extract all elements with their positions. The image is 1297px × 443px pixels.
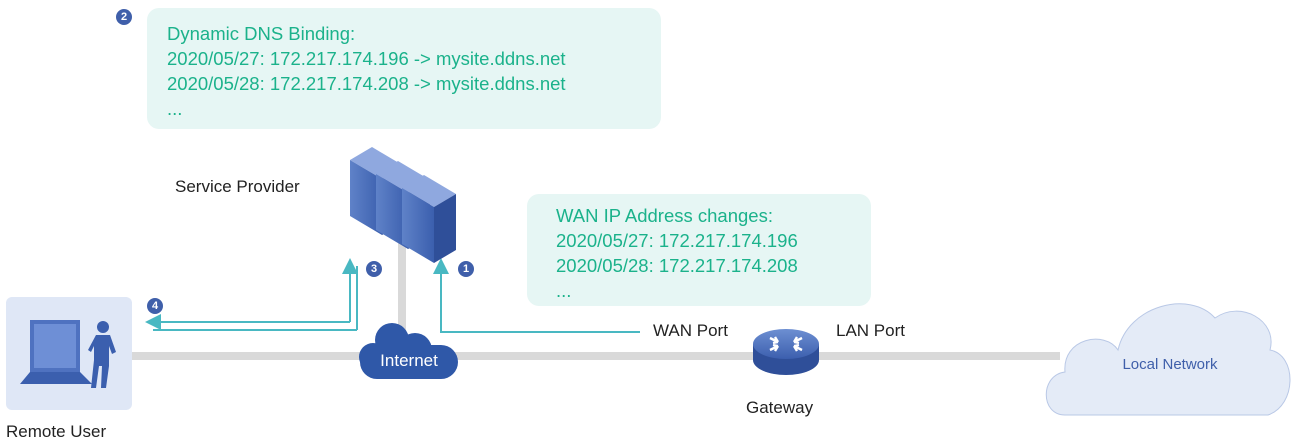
internet-cloud-icon	[359, 323, 458, 379]
dns-box-ellipsis: ...	[167, 98, 183, 119]
step-3-badge: 3	[366, 261, 382, 277]
wan-box-title: WAN IP Address changes:	[556, 205, 773, 226]
wan-box-entry: 2020/05/27: 172.217.174.196	[556, 230, 798, 251]
step-4-badge: 4	[147, 298, 163, 314]
server-rack-icon	[350, 147, 456, 263]
remote-user-card	[6, 297, 132, 410]
dns-box-title: Dynamic DNS Binding:	[167, 23, 356, 44]
service-provider-label: Service Provider	[175, 177, 300, 196]
wan-box-entry: 2020/05/28: 172.217.174.208	[556, 255, 798, 276]
remote-user-label: Remote User	[6, 422, 107, 441]
internet-label: Internet	[380, 351, 438, 370]
flow-arrows	[145, 258, 640, 333]
dns-box-entry: 2020/05/27: 172.217.174.196 -> mysite.dd…	[167, 48, 566, 69]
step-2-badge: 2	[116, 9, 132, 25]
lan-port-label: LAN Port	[836, 321, 905, 340]
wan-port-label: WAN Port	[653, 321, 728, 340]
arrow-step-1	[433, 258, 640, 333]
local-network-label: Local Network	[1122, 356, 1218, 373]
wan-ip-changes-box: WAN IP Address changes: 2020/05/27: 172.…	[527, 194, 871, 306]
gateway-label: Gateway	[746, 398, 814, 417]
step-1-badge: 1	[458, 261, 474, 277]
person-icon	[88, 321, 116, 388]
dns-box-entry: 2020/05/28: 172.217.174.208 -> mysite.dd…	[167, 73, 566, 94]
laptop-icon	[20, 320, 92, 384]
wan-box-ellipsis: ...	[556, 280, 572, 301]
dns-binding-box: Dynamic DNS Binding: 2020/05/27: 172.217…	[147, 8, 661, 129]
router-icon	[753, 329, 819, 375]
local-network-cloud-icon	[1045, 303, 1291, 416]
